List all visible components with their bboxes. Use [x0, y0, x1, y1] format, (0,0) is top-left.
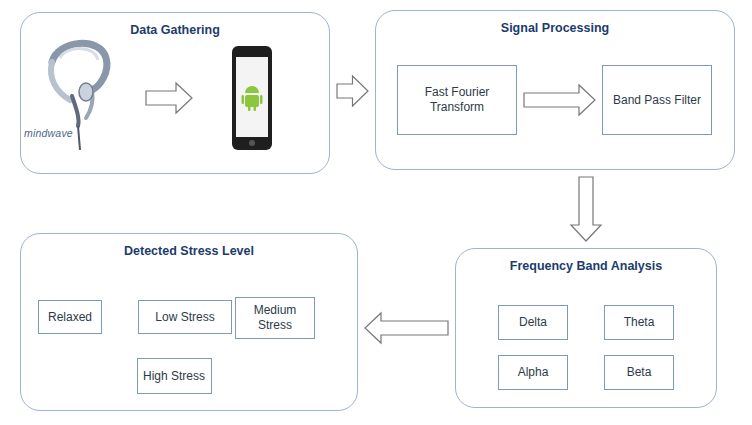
box-label: Relaxed — [48, 310, 92, 325]
item-box: Beta — [604, 355, 674, 390]
box-label: Band Pass Filter — [613, 93, 701, 108]
item-box: Medium Stress — [235, 297, 315, 339]
panel-title: Data Gathering — [21, 23, 329, 37]
box-label: Alpha — [518, 365, 549, 380]
stage-panel: Signal ProcessingFast Fourier Transform B… — [375, 10, 735, 170]
item-box: High Stress — [137, 358, 212, 394]
stage-panel: Frequency Band AnalysisDelta ThetaAlpha Be… — [455, 248, 717, 408]
item-box: Alpha — [498, 355, 568, 390]
item-box: Delta — [498, 305, 568, 340]
box-label: Low Stress — [155, 310, 214, 325]
item-box: Low Stress — [138, 300, 232, 334]
panel-title: Detected Stress Level — [21, 244, 357, 258]
hollow-arrow — [146, 83, 192, 113]
box-label: High Stress — [143, 369, 205, 384]
box-label: Theta — [624, 315, 655, 330]
process-box: Fast Fourier Transform — [397, 65, 517, 135]
box-label: Medium Stress — [236, 303, 314, 333]
logo-text: mindwave — [24, 127, 73, 139]
flow-arrow — [571, 177, 601, 241]
box-label: Fast Fourier Transform — [398, 85, 516, 115]
panel-title: Signal Processing — [376, 21, 734, 35]
panel-title: Frequency Band Analysis — [456, 259, 716, 273]
stage-panel: Detected Stress LevelRelaxed Low Stress Me… — [20, 233, 358, 411]
flow-arrow — [365, 313, 448, 343]
item-box: Relaxed — [38, 300, 102, 334]
box-label: Delta — [519, 315, 547, 330]
stage-panel: Data Gathering — [20, 12, 330, 174]
box-label: Beta — [627, 365, 652, 380]
process-box: Band Pass Filter — [602, 65, 712, 135]
flow-arrow — [337, 76, 368, 106]
flow-arrow — [524, 85, 595, 115]
android-phone — [232, 46, 272, 150]
item-box: Theta — [604, 305, 674, 340]
